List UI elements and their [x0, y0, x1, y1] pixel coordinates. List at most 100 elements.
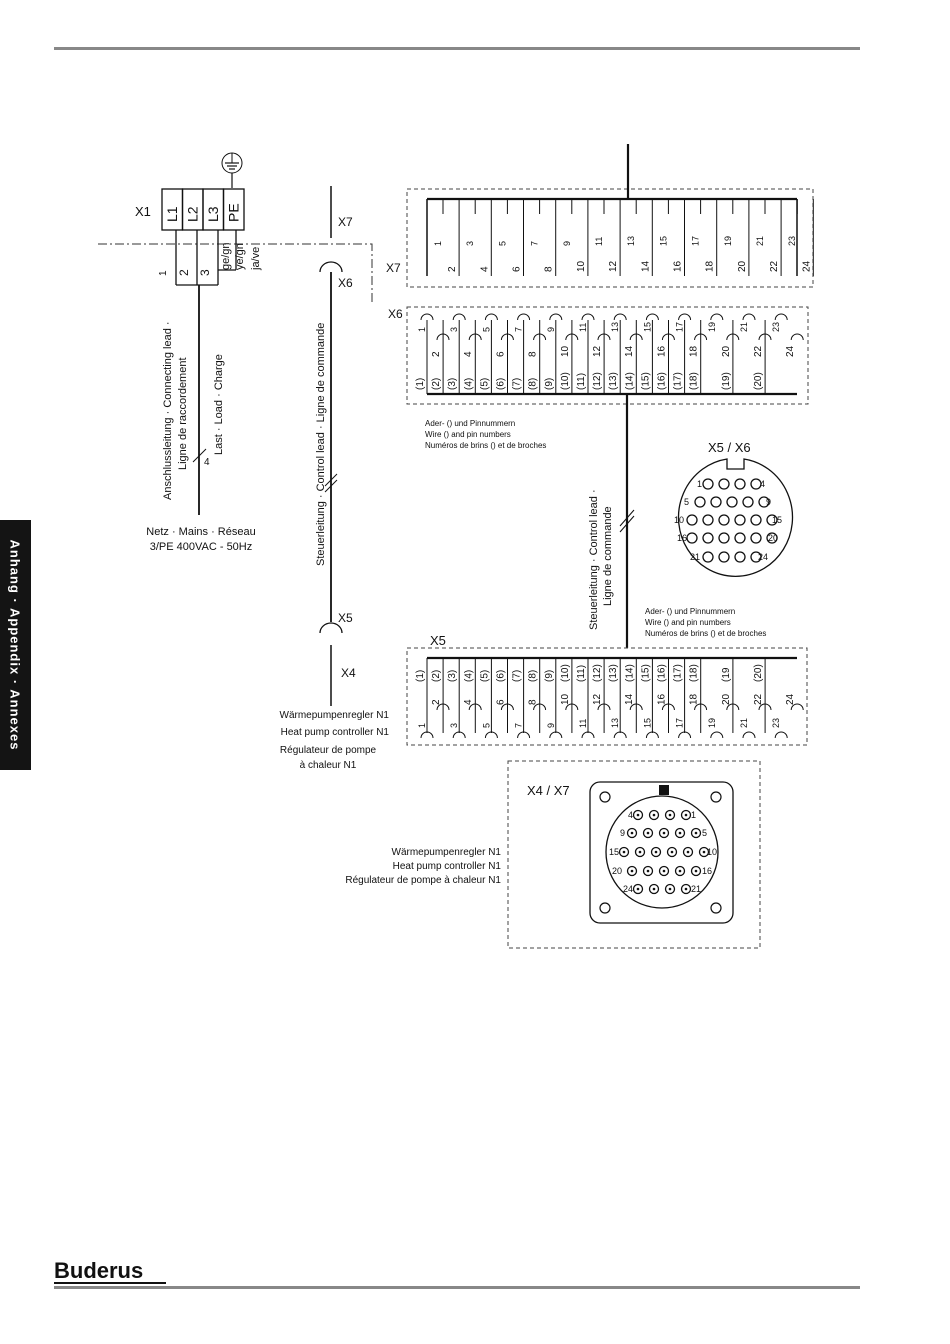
x5-pin-number: 4 [463, 699, 474, 705]
control-lead-label-mid-fr: Ligne de commande [602, 506, 614, 606]
connector-pin-dot [668, 887, 672, 891]
connector-pin [634, 846, 646, 858]
x6-wire-number: (9) [544, 378, 555, 390]
connector-pin [766, 532, 778, 544]
x5-wire-number: (6) [496, 670, 507, 682]
x7-pin-number: 7 [530, 241, 540, 246]
connector-pin [710, 496, 722, 508]
connector-pin [734, 532, 746, 544]
x7-pin-number: 24 [801, 260, 812, 272]
connector-pin [750, 514, 762, 526]
x1-terminal-label: L1 [164, 206, 180, 222]
x7-pin-number: 22 [769, 260, 780, 272]
connector-pin [702, 514, 714, 526]
connector-pin-label: 1 [691, 810, 696, 820]
connector-pin [726, 496, 738, 508]
connector-pin-dot [646, 869, 650, 873]
x5-wire-number: (20) [753, 664, 764, 682]
x5-pin-number: 8 [528, 699, 539, 705]
x5-pin-number: 9 [546, 723, 556, 728]
load-label: Last · Load · Charge [213, 354, 225, 455]
x1-terminal-label: L2 [185, 206, 201, 222]
x7-pin-number: 9 [562, 241, 572, 246]
connector-pin [674, 865, 686, 877]
x6-socket [484, 313, 498, 321]
x5-wire-number: (18) [689, 664, 700, 682]
x7-pin-number: 8 [544, 266, 555, 272]
note-line: Ader- () und Pinnummern [645, 607, 735, 616]
x6-pin-number: 9 [546, 327, 556, 332]
connector-x4x7-title: X4 / X7 [527, 783, 570, 798]
x5-socket [533, 703, 547, 711]
connector-pin [690, 865, 702, 877]
buderus-logo: Buderus [54, 1258, 144, 1283]
x6-wire-number: (2) [431, 378, 442, 390]
note-line: Wire () and pin numbers [645, 618, 731, 627]
x5-pin-number: 11 [578, 719, 588, 728]
connector-pin [750, 551, 762, 563]
logo-underline [54, 1282, 166, 1284]
x5-socket [758, 703, 772, 711]
connector-pin [690, 827, 702, 839]
x5-socket [742, 731, 756, 739]
x6-pin-number: 7 [514, 327, 524, 332]
x6-pin-number: 20 [721, 345, 732, 357]
x6-socket [710, 313, 724, 321]
x5-pin-number: 19 [707, 718, 717, 728]
connector-pin-label: 9 [620, 828, 625, 838]
pin-notes-top: Ader- () und Pinnummern Wire () and pin … [425, 419, 546, 450]
x5-pin-number: 6 [495, 699, 506, 705]
x6-wire-number: (4) [463, 378, 474, 390]
x5-block: X5 (1)(2)(3)(4)(5)(6)(7)(8)(9)(10)(11)(1… [406, 633, 808, 746]
connector-pin [718, 551, 730, 563]
x6-wire-number: (20) [753, 372, 764, 390]
connector-pin-dot [684, 887, 688, 891]
connector-pin [648, 883, 660, 895]
x6-wire-number: (12) [592, 372, 603, 390]
controller-line: Heat pump controller N1 [281, 727, 390, 738]
connector-pin [650, 846, 662, 858]
x6-pin-number: 2 [431, 351, 442, 357]
connector-pin-dot [652, 887, 656, 891]
connector-pin-dot [702, 850, 706, 854]
x5-socket [452, 731, 466, 739]
x5-wire-number: (8) [528, 670, 539, 682]
control-x5-label: X5 [338, 611, 353, 625]
connector-pin [674, 827, 686, 839]
x5-wire-number: (2) [431, 670, 442, 682]
connector-pin-dot [694, 831, 698, 835]
note-line: Numéros de brins () et de broches [425, 441, 546, 450]
x5-pin-number: 10 [560, 693, 571, 705]
x6-pin-number: 1 [417, 327, 427, 332]
x5-socket [629, 703, 643, 711]
connector-pin-dot [638, 850, 642, 854]
connector-pin [666, 846, 678, 858]
connector-pin [718, 514, 730, 526]
x5-socket [420, 731, 434, 739]
x7-pin-number: 23 [787, 236, 797, 246]
x6-pin-number: 22 [753, 345, 764, 357]
x6-pin-number: 6 [495, 351, 506, 357]
x5-pin-number: 23 [771, 718, 781, 728]
x6-wire-number: (6) [496, 378, 507, 390]
x6-wire-number: (15) [640, 372, 651, 390]
x6-socket [774, 313, 788, 321]
connector-pin [618, 846, 630, 858]
x1-terminal-label: L3 [205, 206, 221, 222]
connecting-lead-label-fr: Ligne de raccordement [177, 357, 189, 470]
x7-pin-number: 21 [755, 236, 765, 246]
connector-pin-dot [686, 850, 690, 854]
connector-pin [702, 478, 714, 490]
x6-pin-number: 19 [707, 322, 717, 332]
x5-wire-number: (10) [560, 664, 571, 682]
x5-socket [565, 703, 579, 711]
wire-color-label: ge/gn [220, 242, 232, 270]
connector-pin-dot [670, 850, 674, 854]
control-lead-left: X7 X6 Steuerleitung · Control lead · Lig… [315, 186, 356, 706]
control-x6-label: X6 [338, 276, 353, 290]
connector-pin [734, 478, 746, 490]
x5-pin-number: 16 [656, 693, 667, 705]
x7-pin-number: 5 [497, 241, 507, 246]
